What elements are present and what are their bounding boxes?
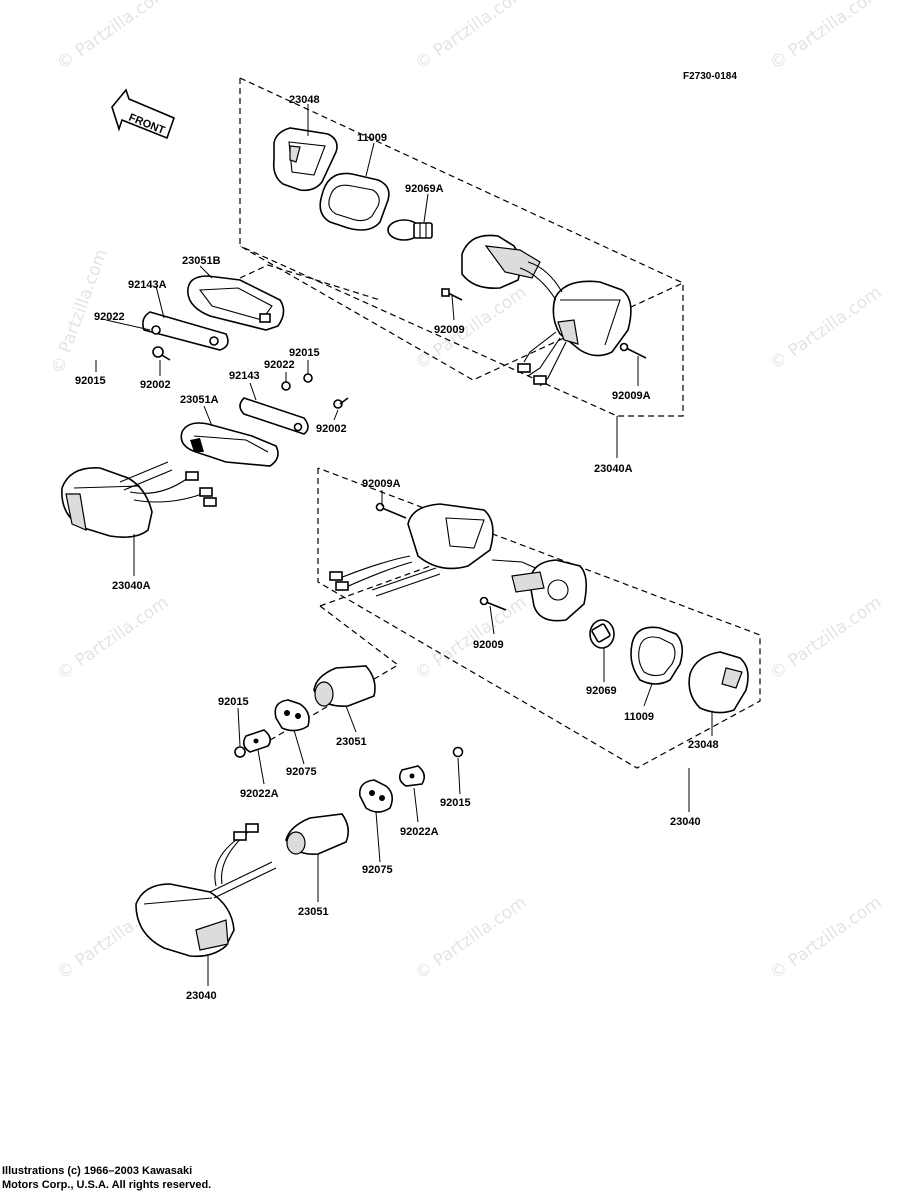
watermark: © Partzilla.com [766,0,885,74]
plate-92143A [142,311,229,351]
front-arrow: FRONT [111,88,176,140]
callout-23051A: 23051A [180,394,219,406]
callout-92015: 92015 [289,347,320,359]
callout-23040A: 23040A [594,463,633,475]
callout-92009A: 92009A [362,478,401,490]
figure-code: F2730-0184 [683,71,737,82]
callout-11009: 11009 [624,711,654,723]
lens-23048-top [272,127,338,192]
copyright-notice: Illustrations (c) 1966–2003 Kawasaki Mot… [2,1165,212,1191]
screw-92009A-top [619,342,647,359]
callout-23051: 23051 [298,906,329,918]
callout-92075: 92075 [362,864,393,876]
callout-92143A: 92143A [128,279,167,291]
callout-92002: 92002 [316,423,347,435]
gasket-11009-top [319,172,390,231]
bulb-92069 [589,619,615,649]
watermark: © Partzilla.com [53,592,172,684]
grommet-23051-a [313,665,376,707]
callout-23040: 23040 [670,816,701,828]
watermark: © Partzilla.com [766,592,885,684]
watermark: © Partzilla.com [411,592,530,684]
callout-92009: 92009 [473,639,504,651]
watermark-layer: © Partzilla.com © Partzilla.com © Partzi… [48,0,885,984]
screws-mid [375,502,507,611]
grommet-92075-b [358,779,394,813]
signal-housing-top [461,234,632,387]
socket-mid [511,559,588,622]
nut-92015-c [234,746,246,758]
grommet-23051-b [285,813,350,856]
callout-92022: 92022 [264,359,295,371]
signal-23040-bottom [135,823,277,958]
callout-11009: 11009 [357,132,387,144]
callout-23040A: 23040A [112,580,151,592]
gasket-11009-mid [630,626,684,685]
lens-23048-mid [688,651,749,714]
watermark: © Partzilla.com [766,282,885,374]
callout-23051: 23051 [336,736,367,748]
callout-23051B: 23051B [182,255,221,267]
callout-92002: 92002 [140,379,171,391]
callout-92015: 92015 [440,797,471,809]
washer-92022A-b [398,765,426,787]
nut-92015-d [452,746,464,758]
plate-92143 [239,397,309,435]
callout-92009A: 92009A [612,390,651,402]
bracket-cover-23051B [187,275,285,331]
watermark: © Partzilla.com [411,892,530,984]
signal-housing-mid [329,503,541,597]
callout-92009: 92009 [434,324,465,336]
callout-92022A: 92022A [240,788,279,800]
callout-labels: 23048 11009 92069A 23051B 92143A 92022 9… [75,94,719,1002]
callout-92069A: 92069A [405,183,444,195]
callout-23040: 23040 [186,990,217,1002]
grommet-92075-a [274,699,310,732]
watermark: © Partzilla.com [53,0,172,74]
watermark: © Partzilla.com [766,892,885,984]
callout-92075: 92075 [286,766,317,778]
callout-23048: 23048 [289,94,320,106]
leader-lines [95,104,713,986]
callout-92015: 92015 [75,375,106,387]
watermark: © Partzilla.com [411,0,530,74]
callout-92022: 92022 [94,311,125,323]
signal-23040A-left [61,461,217,538]
washer-92022A-a [242,729,272,753]
callout-92143: 92143 [229,370,260,382]
bracket-cover-23051A [180,422,279,467]
watermark: © Partzilla.com [411,282,530,374]
callout-23048: 23048 [688,739,719,751]
bulb-92069A [387,219,433,241]
callout-92022A: 92022A [400,826,439,838]
callout-92069: 92069 [586,685,617,697]
callout-92015: 92015 [218,696,249,708]
screw-92009-top [441,288,463,301]
